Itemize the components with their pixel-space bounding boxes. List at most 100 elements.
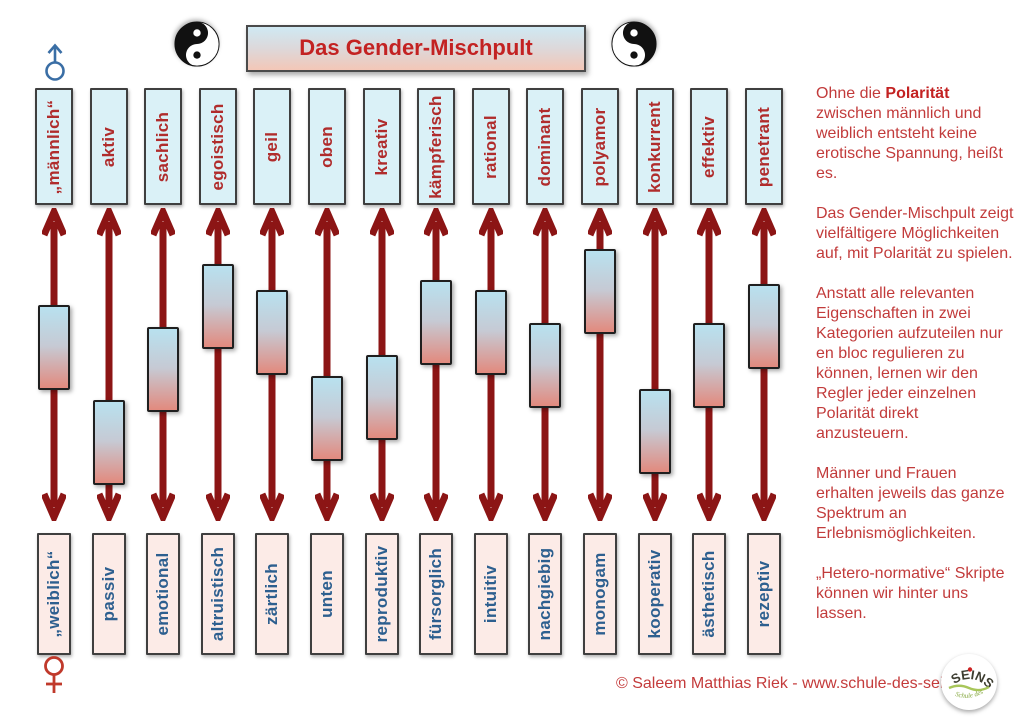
- mixer-channel: egoistisch altruistisch: [198, 88, 254, 655]
- slider-handle[interactable]: [38, 305, 70, 391]
- masculine-trait-box: egoistisch: [198, 88, 237, 205]
- masculine-trait-label: sachlich: [153, 111, 173, 182]
- feminine-trait-box: intuitiv: [473, 533, 508, 655]
- feminine-trait-box: altruistisch: [200, 533, 235, 655]
- svg-text:SEINS: SEINS: [948, 667, 997, 692]
- double-arrow-icon: [315, 208, 339, 521]
- mixer-channel: effektiv ästhetisch: [690, 88, 745, 655]
- slider-handle[interactable]: [201, 264, 234, 350]
- paragraph-mischpult: Das Gender-Mischpult zeigt vielfältigere…: [816, 205, 1014, 262]
- copyright-line: © Saleem Matthias Riek - www.schule-des-…: [616, 675, 983, 692]
- feminine-trait-label: intuitiv: [480, 564, 500, 624]
- mixer-channel: „männlich“ „weiblich“: [35, 88, 90, 655]
- masculine-trait-box: geil: [253, 88, 292, 205]
- slider-handle[interactable]: [638, 389, 671, 475]
- mixer-channel: rational intuitiv: [471, 88, 527, 655]
- slider-handle[interactable]: [256, 290, 289, 376]
- masculine-trait-label: rational: [480, 114, 500, 179]
- mixer-channel: geil zärtlich: [253, 88, 308, 655]
- feminine-trait-box: passiv: [91, 533, 126, 655]
- masculine-trait-label: effektiv: [699, 115, 719, 178]
- mixer-channel: polyamor monogam: [581, 88, 636, 655]
- masculine-trait-box: konkurrent: [635, 88, 674, 205]
- masculine-trait-label: polyamor: [590, 107, 609, 186]
- slider-handle[interactable]: [147, 326, 180, 412]
- slider-handle[interactable]: [693, 322, 726, 408]
- feminine-trait-box: monogam: [583, 533, 617, 655]
- feminine-trait-label: kooperativ: [644, 549, 664, 639]
- feminine-trait-label: altruistisch: [207, 546, 227, 642]
- feminine-trait-box: reproduktiv: [364, 533, 399, 655]
- paragraph-spektrum: Männer und Frauen erhalten jeweils das g…: [816, 465, 1005, 542]
- feminine-trait-label: „weiblich“: [44, 550, 63, 638]
- masculine-trait-label: aktiv: [98, 126, 118, 167]
- feminine-trait-box: zärtlich: [255, 533, 290, 655]
- paragraph-skripte: „Hetero-normative“ Skripte können wir hi…: [816, 565, 1005, 622]
- mixer-channel: konkurrent kooperativ: [635, 88, 691, 655]
- slider-handle[interactable]: [747, 283, 780, 369]
- mixer: „männlich“ „weiblich“ aktiv: [35, 88, 825, 655]
- mixer-channel: kreativ reproduktiv: [362, 88, 418, 655]
- paragraph-polaritaet: Ohne die Polarität zwischen männlich und…: [816, 84, 1014, 184]
- feminine-trait-label: emotional: [153, 552, 173, 636]
- slider-handle[interactable]: [584, 249, 616, 335]
- double-arrow-icon: [205, 208, 230, 521]
- feminine-trait-box: ästhetisch: [692, 533, 727, 655]
- feminine-trait-box: kooperativ: [637, 533, 672, 655]
- yin-yang-icon: [611, 21, 657, 67]
- masculine-trait-label: egoistisch: [207, 102, 227, 191]
- feminine-trait-label: reproduktiv: [371, 545, 391, 643]
- feminine-trait-label: rezeptiv: [753, 560, 773, 628]
- logo-name-text: SEINS: [948, 667, 997, 692]
- feminine-trait-label: nachgiebig: [535, 547, 555, 641]
- masculine-trait-label: kreativ: [371, 118, 391, 175]
- seins-logo: SEINS Schule des: [941, 654, 997, 710]
- masculine-trait-box: kämpferisch: [417, 88, 456, 205]
- slider-handle[interactable]: [474, 290, 507, 376]
- paragraph-bold-text: Polarität: [885, 85, 950, 102]
- masculine-trait-label: dominant: [535, 107, 555, 186]
- mixer-channel: penetrant rezeptiv: [744, 88, 800, 655]
- masculine-trait-box: polyamor: [581, 88, 619, 205]
- sidebar-text: Ohne die Polarität zwischen männlich und…: [816, 84, 1014, 644]
- feminine-trait-label: ästhetisch: [699, 550, 719, 638]
- masculine-trait-label: kämpferisch: [426, 94, 446, 199]
- masculine-trait-label: penetrant: [753, 106, 773, 187]
- slider-handle[interactable]: [420, 279, 453, 365]
- masculine-trait-label: „männlich“: [44, 99, 63, 194]
- feminine-trait-box: nachgiebig: [528, 533, 563, 655]
- feminine-trait-box: fürsorglich: [419, 533, 454, 655]
- feminine-trait-label: zärtlich: [262, 563, 282, 625]
- feminine-trait-label: monogam: [590, 552, 609, 636]
- slider-handle[interactable]: [92, 399, 125, 485]
- paragraph-text: Ohne die: [816, 85, 886, 102]
- feminine-trait-box: unten: [310, 533, 344, 655]
- feminine-trait-label: unten: [317, 570, 336, 618]
- feminine-trait-box: „weiblich“: [37, 533, 71, 655]
- mixer-channel: kämpferisch fürsorglich: [417, 88, 472, 655]
- feminine-trait-label: fürsorglich: [426, 547, 446, 641]
- double-arrow-icon: [642, 208, 667, 521]
- logo-dot: [967, 667, 973, 672]
- paragraph-text: zwischen männlich und weiblich entsteht …: [816, 105, 1003, 182]
- slider-handle[interactable]: [365, 354, 398, 440]
- masculine-trait-box: penetrant: [744, 88, 783, 205]
- feminine-trait-box: emotional: [146, 533, 181, 655]
- masculine-trait-box: rational: [471, 88, 510, 205]
- venus-icon: [40, 655, 68, 702]
- slider-handle[interactable]: [311, 376, 343, 462]
- slider-handle[interactable]: [529, 322, 562, 408]
- page-title: Das Gender-Mischpult: [246, 25, 586, 72]
- feminine-trait-box: rezeptiv: [746, 533, 781, 655]
- masculine-trait-box: sachlich: [144, 88, 183, 205]
- page-title-text: Das Gender-Mischpult: [299, 35, 533, 60]
- yin-yang-icon: [174, 21, 220, 67]
- masculine-trait-label: geil: [262, 131, 282, 162]
- masculine-trait-box: kreativ: [362, 88, 401, 205]
- mixer-channel: aktiv passiv: [89, 88, 145, 655]
- masculine-trait-box: „männlich“: [35, 88, 73, 205]
- masculine-trait-label: konkurrent: [644, 100, 664, 193]
- mixer-channel: sachlich emotional: [144, 88, 199, 655]
- masculine-trait-box: aktiv: [89, 88, 128, 205]
